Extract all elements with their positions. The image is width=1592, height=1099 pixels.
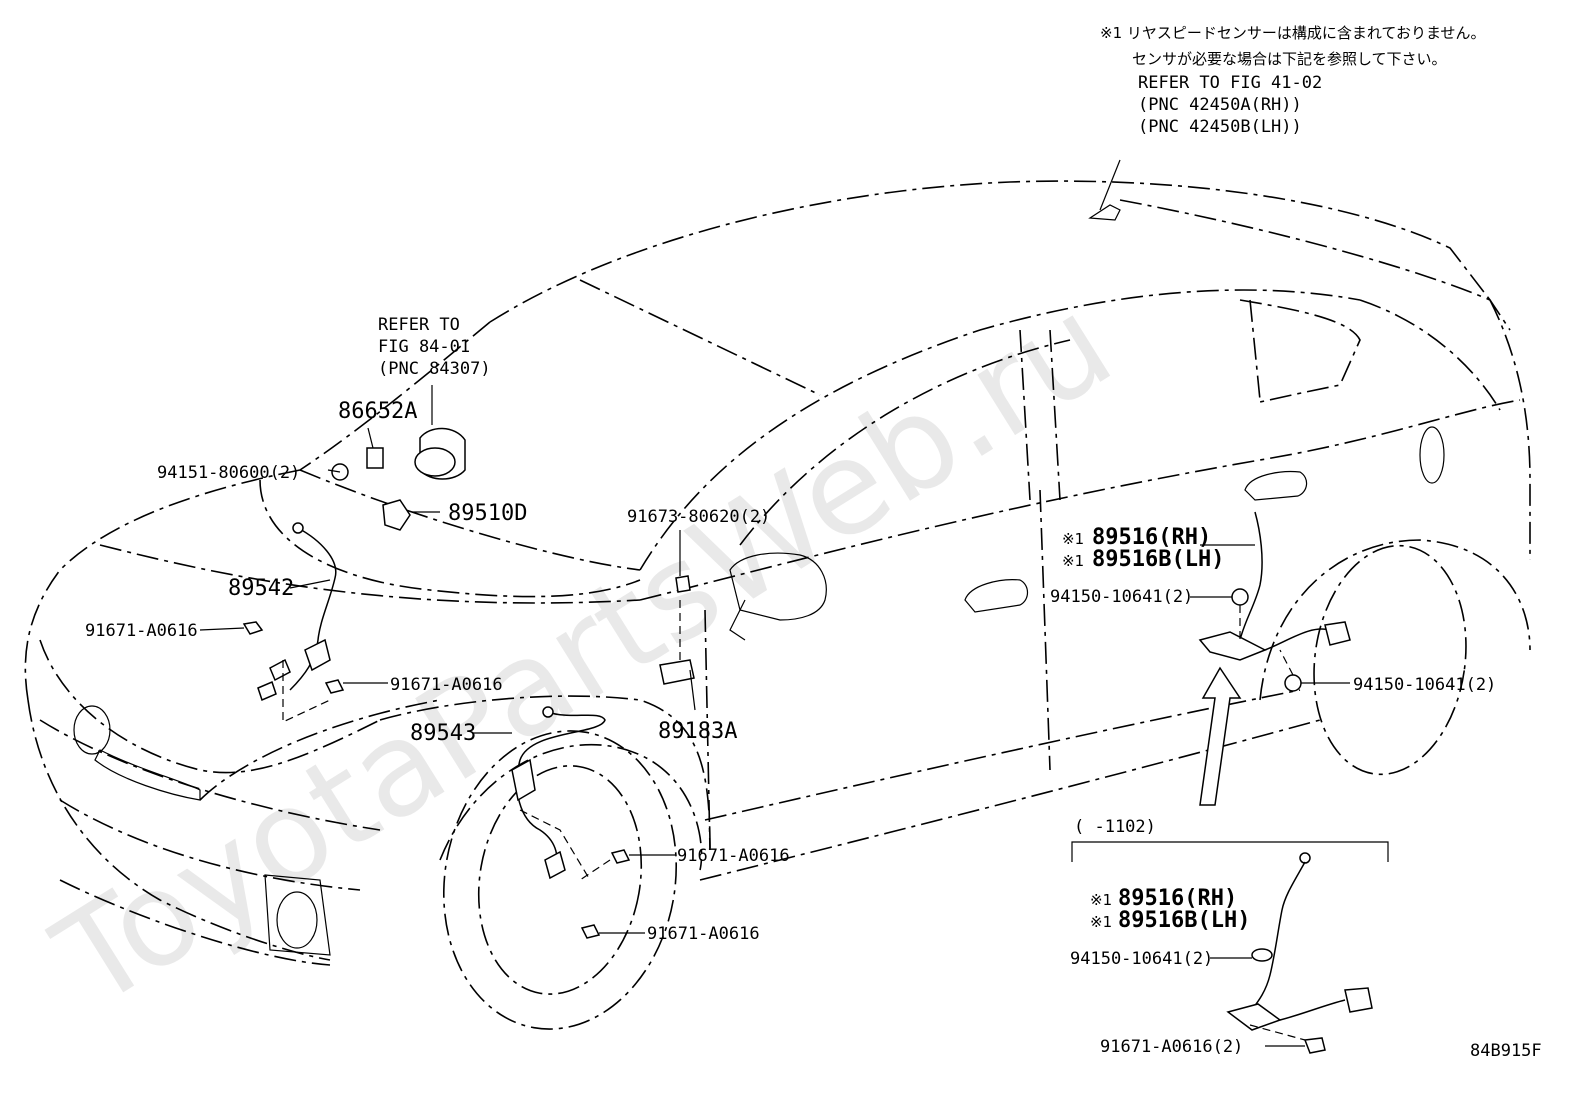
side-mirror [729, 552, 827, 641]
refer84-line2: FIG 84-01 [378, 337, 470, 357]
figure-code: 84B915F [1470, 1041, 1542, 1061]
label-94150-b: 94150-10641(2) [1353, 675, 1496, 695]
label-94150-a: 94150-10641(2) [1050, 587, 1193, 607]
note-line-2: センサが必要な場合は下記を参照して下さい。 [1132, 50, 1447, 68]
inset-label-89516-rh: 89516(RH) [1118, 886, 1237, 911]
bolt-91671-c [610, 849, 631, 864]
inset-mark-2: ※1 [1090, 913, 1112, 931]
note-pnc-lh: (PNC 42450B(LH)) [1138, 117, 1302, 137]
leader-lines [199, 159, 1350, 934]
label-91671-c: 91671-A0616 [677, 846, 790, 866]
refer84-line3: (PNC 84307) [378, 359, 491, 379]
spiral-cable-part [414, 427, 466, 480]
fuel-lid [1419, 426, 1445, 484]
inset-box [1071, 841, 1389, 1054]
roof-antenna [1088, 204, 1121, 221]
bolt-91671-b [324, 679, 345, 694]
watermark: ToyotaPartsWeb.ru [30, 267, 1137, 1037]
label-91671-a: 91671-A0616 [85, 621, 198, 641]
inset-label-89516-lh: 89516B(LH) [1118, 908, 1250, 933]
mark-2: ※1 [1062, 552, 1084, 570]
label-91671-d: 91671-A0616 [647, 924, 760, 944]
label-91673: 91673-80620(2) [627, 507, 770, 527]
bolt-91671-a [242, 621, 264, 635]
label-86652A: 86652A [338, 399, 417, 424]
inset-label-91671: 91671-A0616(2) [1100, 1037, 1243, 1057]
label-89516-rh: 89516(RH) [1092, 525, 1211, 550]
mark-1: ※1 [1062, 530, 1084, 548]
note-pnc-rh: (PNC 42450A(RH)) [1138, 95, 1302, 115]
arrow-up-icon [1199, 666, 1242, 806]
door-handles [964, 470, 1308, 613]
car-body-outline [24, 180, 1531, 1030]
bolt-91671-d [580, 924, 601, 939]
clamp-89183A [659, 659, 695, 685]
inset-range: ( -1102) [1074, 817, 1156, 837]
label-89516-lh: 89516B(LH) [1092, 547, 1224, 572]
label-89510D: 89510D [448, 501, 527, 526]
label-89543: 89543 [410, 721, 476, 746]
label-89542: 89542 [228, 576, 294, 601]
note-refer: REFER TO FIG 41-02 [1138, 73, 1322, 93]
label-89183A: 89183A [658, 719, 737, 744]
label-94151: 94151-80600(2) [157, 463, 300, 483]
bolt-91673 [675, 575, 691, 593]
refer84-line1: REFER TO [378, 315, 460, 335]
part-89510D [382, 499, 411, 531]
sensor-89542 [257, 522, 337, 702]
part-86652A [366, 447, 384, 469]
sensor-89543 [511, 706, 606, 880]
hidden-lines [282, 600, 1294, 881]
inset-sensor [1226, 852, 1373, 1054]
label-91671-b: 91671-A0616 [390, 675, 503, 695]
inset-mark-1: ※1 [1090, 891, 1112, 909]
inset-label-94150: 94150-10641(2) [1070, 949, 1213, 969]
note-line-1: ※1 リヤスピードセンサーは構成に含まれておりません。 [1100, 24, 1486, 42]
sensor-89516-rear [1198, 511, 1351, 692]
